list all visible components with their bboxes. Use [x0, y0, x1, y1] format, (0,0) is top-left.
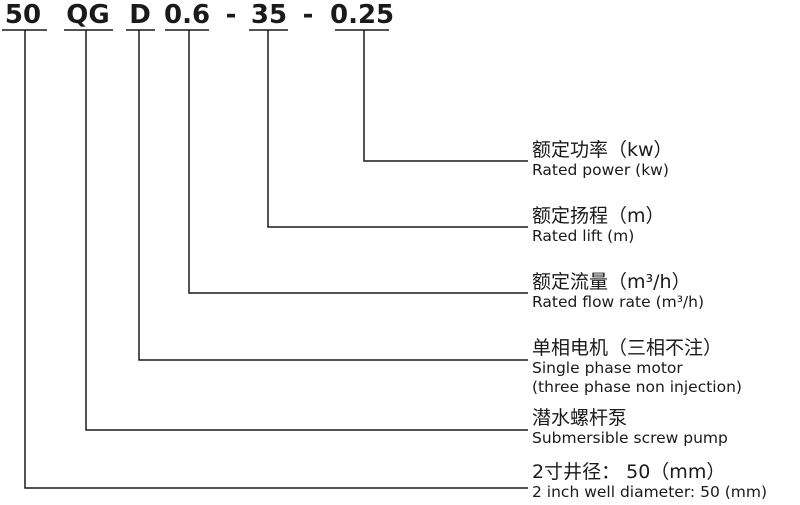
- label-cn: 额定扬程（m）: [532, 205, 665, 227]
- label-cn: 潜水螺杆泵: [532, 407, 628, 429]
- code-segment-lift: 35: [250, 0, 288, 30]
- label-rated-flow-rate: 额定流量（m³/h） Rated flow rate (m³/h): [532, 271, 704, 312]
- leader-line-lift: [267, 30, 528, 228]
- code-separator: -: [225, 0, 237, 30]
- leader-line-flow-rate: [188, 30, 528, 294]
- code-segment-pump-type: QG: [66, 0, 110, 30]
- code-segment-diameter: 50: [4, 0, 42, 30]
- label-en: 2 inch well diameter: 50 (mm): [532, 483, 768, 501]
- label-en: Rated flow rate (m³/h): [532, 293, 705, 311]
- label-cn: 额定功率（kw）: [532, 139, 673, 161]
- leader-line-pump-type: [85, 30, 528, 431]
- label-cn: 额定流量（m³/h）: [532, 271, 691, 293]
- label-en: Single phase motor: [532, 359, 683, 377]
- label-well-diameter: 2寸井径： 50（mm） 2 inch well diameter: 50 (m…: [532, 461, 767, 502]
- label-en: Rated power (kw): [532, 161, 669, 179]
- code-separator: -: [302, 0, 314, 30]
- label-pump-type: 潜水螺杆泵 Submersible screw pump: [532, 407, 728, 448]
- label-cn: 单相电机（三相不注）: [532, 337, 723, 359]
- label-motor-phase: 单相电机（三相不注） Single phase motor (three pha…: [532, 337, 742, 397]
- code-segment-flow-rate: 0.6: [164, 0, 211, 30]
- label-cn: 2寸井径： 50（mm）: [532, 461, 726, 483]
- label-rated-lift: 额定扬程（m） Rated lift (m): [532, 205, 665, 246]
- label-en: Rated lift (m): [532, 227, 635, 245]
- leader-line-motor-phase: [138, 30, 528, 361]
- label-en: Submersible screw pump: [532, 429, 728, 447]
- label-en-secondary: (three phase non injection): [532, 378, 742, 396]
- label-rated-power: 额定功率（kw） Rated power (kw): [532, 139, 673, 180]
- leader-line-power: [363, 30, 528, 162]
- code-segment-motor-phase: D: [129, 0, 151, 30]
- code-segment-power: 0.25: [330, 0, 395, 30]
- leader-line-diameter: [24, 30, 528, 489]
